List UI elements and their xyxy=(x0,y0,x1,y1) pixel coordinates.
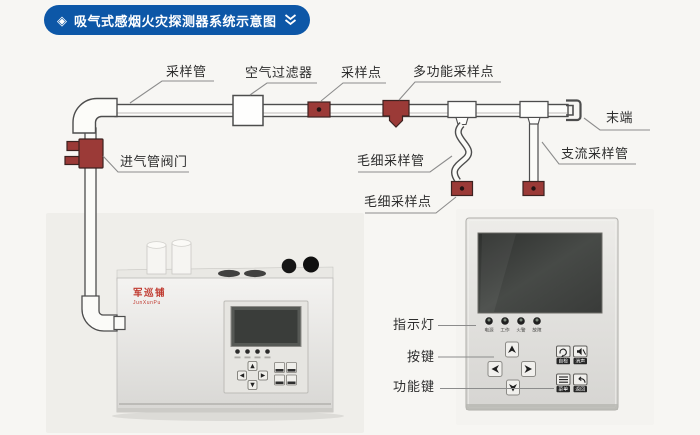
label-indicator-lights: 指示灯 xyxy=(393,317,436,332)
intake-valve-fitting xyxy=(64,138,104,169)
capillary-branch xyxy=(447,100,477,197)
function-button-labels: 自检 消声 菜单 返回 xyxy=(556,358,587,393)
detector-lcd-inner xyxy=(234,310,298,343)
double-chevron-down-icon xyxy=(284,14,296,26)
lower-elbow-fitting xyxy=(81,295,118,332)
leader-capillary-point xyxy=(365,196,457,214)
callout-lines xyxy=(102,80,650,390)
detector-brand: 军巡铺 xyxy=(133,287,166,299)
detector-vent xyxy=(244,269,266,278)
main-sampling-pipe xyxy=(114,103,569,118)
led-label-fault: 故障 xyxy=(532,327,542,334)
detector-unit: 军巡铺 JunXunPu xyxy=(112,239,344,421)
detector-brand-en: JunXunPu xyxy=(133,300,161,306)
led-label-fire: 火警 xyxy=(516,327,526,334)
branch-tee-fitting xyxy=(519,100,549,119)
self-test-icon-arrowhead xyxy=(561,354,564,358)
detector-bottom-edge xyxy=(117,408,333,413)
label-multi-sampling-point: 多功能采样点 xyxy=(413,64,495,79)
diamond-icon: ◈ xyxy=(57,12,67,28)
right-arrow-icon xyxy=(524,365,532,373)
left-arrow-icon xyxy=(491,365,499,373)
air-filter-box xyxy=(232,94,264,127)
label-branch-pipe: 支流采样管 xyxy=(561,146,629,161)
back-icon xyxy=(578,376,586,383)
capillary-tee-fitting xyxy=(447,100,477,119)
menu-icon xyxy=(559,376,568,383)
leader-branch-pipe xyxy=(541,141,636,165)
multi-sampling-tee xyxy=(382,99,410,128)
capillary-tee-connector xyxy=(455,116,469,126)
detector-indicator-leds xyxy=(234,349,271,359)
down-arrow-icon xyxy=(509,384,517,392)
leader-air-filter xyxy=(249,82,317,96)
end-cap-fitting xyxy=(566,99,582,122)
leader-sampling-point xyxy=(320,82,386,102)
mute-icon xyxy=(577,347,582,356)
led-label-power: 电源 xyxy=(484,327,494,334)
detector-control-area xyxy=(223,300,309,394)
panel-indicator-leds: 电源 工作 火警 故障 xyxy=(484,317,542,334)
leader-multi-sampling-point xyxy=(398,81,501,101)
panel-bottom-edge xyxy=(466,404,618,410)
mute-label: 消声 xyxy=(575,358,585,365)
led-label-working: 工作 xyxy=(500,327,510,334)
page-title: 吸气式感烟火灾探测器系统示意图 xyxy=(74,13,277,29)
label-function-keys: 功能键 xyxy=(393,379,436,394)
leader-intake-valve xyxy=(102,155,189,173)
branch-pipe-assembly xyxy=(519,100,549,197)
sampling-point-fitting xyxy=(307,101,331,118)
control-panel-unit: 电源 工作 火警 故障 xyxy=(465,217,619,411)
capillary-endpoint-hole xyxy=(459,186,465,191)
self-test-label: 自检 xyxy=(558,358,568,365)
title-banner[interactable]: ◈ 吸气式感烟火灾探测器系统示意图 xyxy=(44,5,310,35)
label-capillary-point: 毛细采样点 xyxy=(364,194,432,209)
detector-knob xyxy=(303,256,319,273)
mute-icon-slash xyxy=(582,349,587,355)
back-label: 返回 xyxy=(575,386,585,393)
label-sampling-pipe: 采样管 xyxy=(166,64,207,79)
detector-shadow xyxy=(112,411,344,421)
self-test-button xyxy=(556,345,571,358)
panel-function-buttons: 自检 消声 菜单 返回 xyxy=(556,345,588,393)
panel-lcd-screen xyxy=(477,232,603,314)
label-intake-valve: 进气管阀门 xyxy=(120,154,188,169)
branch-endpoint-hole xyxy=(531,186,536,191)
label-terminal: 末端 xyxy=(606,110,634,125)
self-test-icon xyxy=(559,348,567,357)
detector-function-buttons xyxy=(274,362,297,386)
label-sampling-point: 采样点 xyxy=(341,65,382,80)
detector-inlet-stub xyxy=(113,315,126,331)
menu-label: 菜单 xyxy=(558,386,568,393)
detector-arrow-keypad xyxy=(237,361,268,390)
lcd-glare xyxy=(480,234,516,312)
leader-capillary-pipe xyxy=(358,155,453,173)
up-arrow-icon xyxy=(508,345,516,353)
leader-terminal xyxy=(583,117,650,131)
upper-elbow-fitting xyxy=(72,97,118,134)
detector-vent xyxy=(218,269,240,278)
label-capillary-pipe: 毛细采样管 xyxy=(357,153,425,168)
panel-arrow-keypad xyxy=(487,341,536,396)
detector-knob xyxy=(281,258,297,274)
branch-vertical-pipe xyxy=(528,123,539,183)
capillary-tube xyxy=(452,122,471,183)
leader-sampling-pipe xyxy=(129,80,214,104)
pipework xyxy=(64,94,582,332)
label-keys: 按键 xyxy=(407,349,436,364)
label-air-filter: 空气过滤器 xyxy=(245,65,313,80)
detector-intake-ports xyxy=(146,239,192,275)
